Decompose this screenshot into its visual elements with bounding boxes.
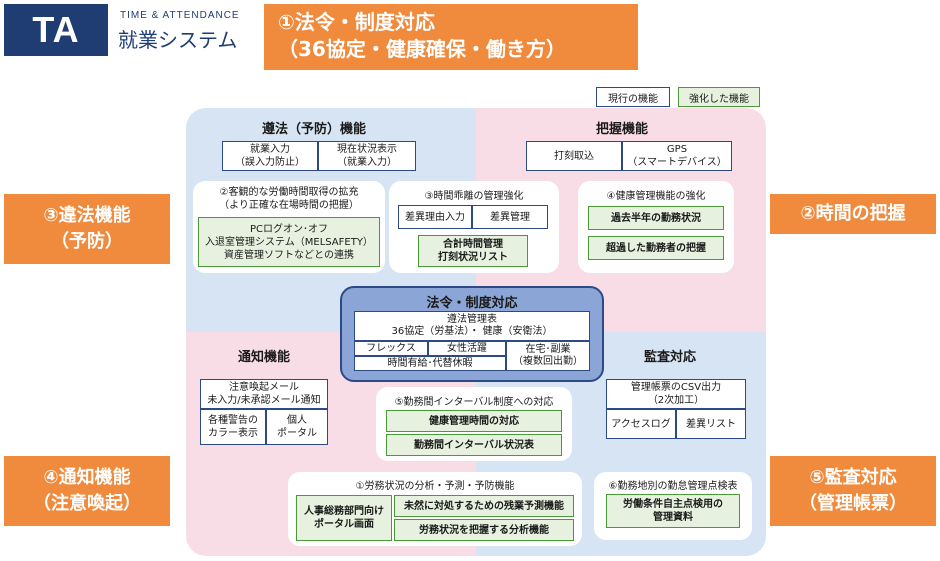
cell-color-warning: 各種警告の カラー表示 [200, 409, 266, 445]
cell-personal-portal-line1: 個人 [287, 415, 307, 426]
center-remote: 在宅･副業 （複数回出勤） [506, 341, 590, 371]
logo-name: 就業システム [118, 28, 238, 52]
panel-site-checklist-title: ⑥勤務地別の勤怠管理点検表 [608, 481, 738, 492]
item-half-year: 過去半年の勤務状況 [588, 206, 724, 230]
panel-labor-analysis-title: ①労務状況の分析・予測・予防機能 [355, 481, 515, 492]
side-banner-audit: ⑤監査対応 （管理帳票） [770, 456, 936, 526]
cell-gps: GPS （スマートデバイス） [622, 141, 732, 171]
main-banner-line2: （36協定・健康確保・働き方） [278, 37, 566, 61]
logo-mark: TA [4, 4, 108, 56]
side-banner-notify: ④通知機能 （注意喚起） [4, 456, 170, 526]
cell-alert-mail: 注意喚起メール 未入力/未承認メール通知 [200, 379, 328, 409]
item-pc-logon-line1: PCログオン･オフ [249, 223, 328, 235]
cell-status-display-line1: 現在状況表示 [337, 144, 397, 155]
item-pc-logon-line2: 入退室管理システム（MELSAFETY） [205, 236, 373, 248]
center-leave: 時間有給･代替休暇 [354, 356, 506, 371]
item-hr-portal: 人事総務部門向け ポータル画面 [296, 495, 392, 541]
cell-csv-output-line2: （2次加工） [647, 395, 705, 406]
item-pc-logon-line3: 資産管理ソフトなどとの連携 [224, 249, 354, 261]
cell-status-display-line2: （就業入力） [337, 157, 397, 168]
item-total-time-line2: 打刻状況リスト [438, 252, 508, 263]
cell-status-display: 現在状況表示 （就業入力） [318, 141, 416, 171]
center-remote-line2: （複数回出勤） [513, 356, 583, 367]
item-health-time: 健康管理時間の対応 [386, 410, 562, 432]
center-remote-line1: 在宅･副業 [525, 344, 571, 355]
side-banner-audit-line2: （管理帳票） [799, 493, 907, 514]
cell-alert-mail-line2: 未入力/未承認メール通知 [207, 395, 321, 406]
item-self-inspection: 労働条件自主点検用の 管理資料 [606, 494, 740, 528]
item-hr-portal-line1: 人事総務部門向け [304, 506, 384, 517]
cell-work-input-line1: 就業入力 [250, 144, 290, 155]
cell-csv-output: 管理帳票のCSV出力 （2次加工） [606, 379, 746, 409]
item-overtime-forecast: 未然に対処するための残業予測機能 [394, 495, 574, 517]
panel-objective-time-title-line2: （より正確な在場時間の把握） [219, 200, 359, 211]
quadrant-title-notify: 通知機能 [238, 350, 291, 365]
cell-csv-output-line1: 管理帳票のCSV出力 [630, 382, 722, 393]
cell-diff-manage: 差異管理 [472, 205, 548, 229]
panel-health-title: ④健康管理機能の強化 [606, 191, 706, 202]
main-banner-line1: ①法令・制度対応 [278, 10, 435, 34]
cell-work-input-line2: （誤入力防止） [235, 157, 305, 168]
quadrant-title-violation: 遵法（予防）機能 [262, 122, 367, 137]
center-compliance-line2: 36協定（労基法）・ 健康（安衛法） [391, 326, 553, 337]
side-banner-time: ②時間の把握 [770, 194, 936, 234]
item-hr-portal-line2: ポータル画面 [314, 519, 374, 530]
quadrant-title-audit: 監査対応 [644, 350, 697, 365]
cell-alert-mail-line1: 注意喚起メール [229, 382, 299, 393]
panel-interval-title: ⑤勤務間インターバル制度への対応 [394, 397, 554, 408]
cell-diff-list: 差異リスト [676, 409, 746, 439]
logo-mark-text: TA [32, 9, 80, 50]
item-self-inspection-line2: 管理資料 [653, 512, 693, 523]
cell-color-warning-line1: 各種警告の [208, 415, 258, 426]
side-banner-time-line1: ②時間の把握 [800, 203, 906, 224]
side-banner-violation-line2: （予防） [51, 231, 123, 252]
side-banner-notify-line1: ④通知機能 [43, 467, 131, 488]
side-banner-violation: ③違法機能 （予防） [4, 194, 170, 264]
item-pc-logon: PCログオン･オフ 入退室管理システム（MELSAFETY） 資産管理ソフトなど… [198, 217, 380, 267]
cell-stamp-import: 打刻取込 [526, 141, 622, 171]
center-title: 法令・制度対応 [426, 296, 518, 311]
quadrant-title-grasp: 把握機能 [596, 122, 649, 137]
cell-diff-reason: 差異理由入力 [398, 205, 472, 229]
center-women: 女性活躍 [428, 341, 506, 356]
item-total-time: 合計時間管理 打刻状況リスト [418, 235, 528, 267]
panel-objective-time-title-line1: ②客観的な労働時間取得の拡充 [219, 187, 359, 198]
legend-enhanced: 強化した機能 [678, 87, 760, 107]
item-analysis-function: 労務状況を把握する分析機能 [394, 519, 574, 541]
cell-access-log: アクセスログ [606, 409, 676, 439]
logo-subtitle: TIME & ATTENDANCE [120, 10, 240, 21]
cell-gps-line2: （スマートデバイス） [627, 157, 727, 168]
main-banner: ①法令・制度対応 （36協定・健康確保・働き方） [264, 4, 638, 70]
center-flex: フレックス [354, 341, 428, 356]
center-compliance-line1: 遵法管理表 [447, 314, 497, 325]
center-compliance-table: 遵法管理表 36協定（労基法）・ 健康（安衛法） [354, 311, 590, 341]
cell-gps-line1: GPS [666, 144, 688, 155]
cell-work-input: 就業入力 （誤入力防止） [222, 141, 318, 171]
panel-time-gap-title: ③時間乖離の管理強化 [424, 191, 524, 202]
panel-objective-time-title: ②客観的な労働時間取得の拡充 （より正確な在場時間の把握） [193, 186, 385, 212]
cell-personal-portal: 個人 ポータル [266, 409, 328, 445]
legend-current: 現行の機能 [596, 87, 670, 107]
side-banner-audit-line1: ⑤監査対応 [809, 467, 897, 488]
item-self-inspection-line1: 労働条件自主点検用の [623, 499, 723, 510]
side-banner-notify-line2: （注意喚起） [33, 493, 141, 514]
side-banner-violation-line1: ③違法機能 [43, 205, 131, 226]
cell-personal-portal-line2: ポータル [277, 428, 317, 439]
cell-color-warning-line2: カラー表示 [208, 428, 258, 439]
item-overtime-worker: 超過した勤務者の把握 [588, 236, 724, 260]
item-interval-status: 勤務間インターバル状況表 [386, 434, 562, 456]
item-total-time-line1: 合計時間管理 [443, 239, 503, 250]
